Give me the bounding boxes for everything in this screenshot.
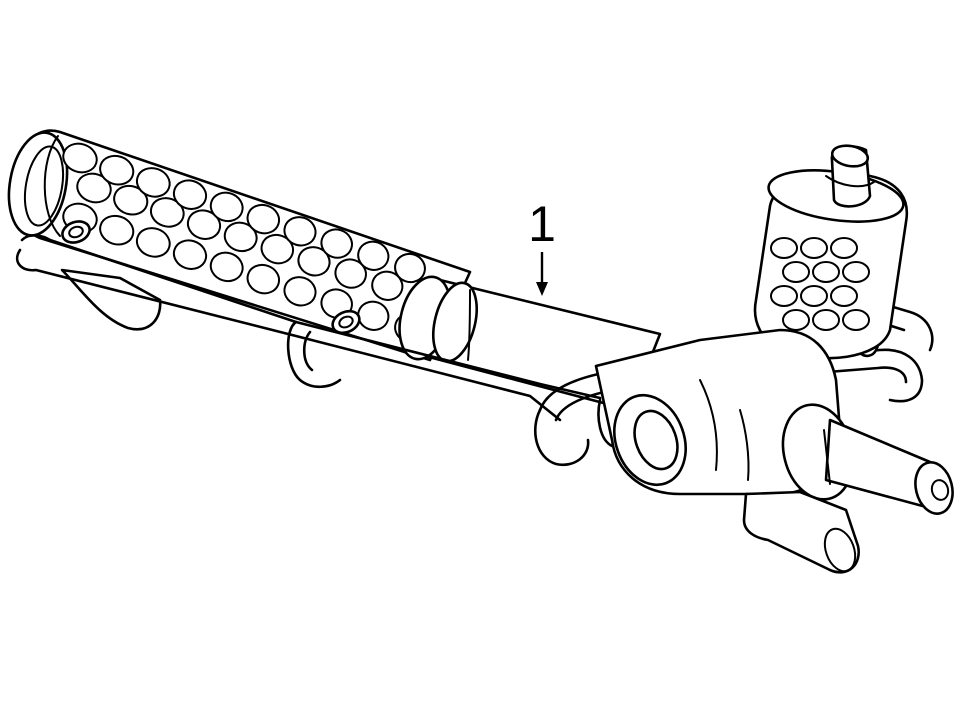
bellows-cell [371,270,404,301]
bellows-cell [357,300,390,331]
right-rack-end [781,403,954,515]
bellows-cell [99,214,135,246]
valve-tower-cell [842,261,870,283]
bellows-cell [99,154,135,186]
bellows-cell [172,239,208,270]
bellows-cell [297,246,331,277]
bellows-cell [357,240,390,271]
valve-tower-cell [812,309,840,331]
valve-tower-cell [800,285,828,307]
bellows-cell [186,209,222,240]
valve-tower-cell [842,309,870,331]
bellows-cell [76,172,112,204]
bellows-cell [260,233,295,265]
bellows-cell [135,227,171,258]
bellows-cell [135,167,171,198]
bellows-cell [209,191,244,223]
valve-tower-cell [782,309,810,331]
valve-tower-texture [770,237,870,331]
left-mount-foot [60,268,162,331]
bellows-cell [283,276,317,307]
bellows-cell [394,252,426,284]
bellows-cell [223,221,258,253]
bellows-cell [172,179,208,210]
bellows-cell [209,251,244,283]
right-mount-boss [742,490,860,574]
callout-number-1: 1 [528,196,556,252]
bellows-cell [246,203,281,235]
valve-tower-cell [770,285,798,307]
bellows-cell [246,263,281,295]
transfer-line [15,234,602,422]
valve-tower-cell [812,261,840,283]
bellows-cell [334,258,367,289]
bellows-cell [149,197,185,228]
valve-tower-cell [800,237,828,259]
gear-housing [594,328,842,496]
bellows-cell [62,142,98,174]
bellows-cell [283,216,317,247]
valve-tower-cell [830,285,858,307]
callout-leader-1 [536,252,548,296]
bellows-cell [113,184,149,216]
bellows-cell [320,228,353,259]
valve-tower-cell [830,237,858,259]
left-line-fitting [61,220,91,244]
left-boot-end [7,131,69,237]
valve-tower-cell [770,237,798,259]
valve-tower-cell [782,261,810,283]
